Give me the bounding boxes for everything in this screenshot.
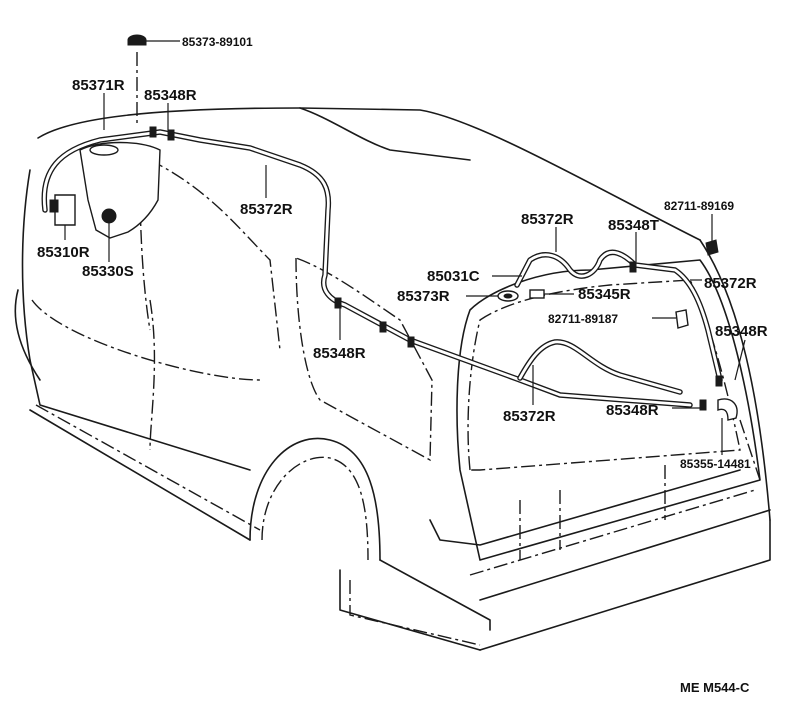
callout-hose-right: 85372R xyxy=(704,275,757,292)
hose-clip xyxy=(167,129,175,141)
callout-pump: 85310R xyxy=(37,244,90,261)
callout-hose-front: 85371R xyxy=(72,77,125,94)
callout-hose-gate-upper: 85372R xyxy=(521,211,574,228)
hose-clip xyxy=(149,126,157,138)
callout-clamp-right: 85348R xyxy=(715,323,768,340)
nozzle xyxy=(529,289,545,299)
callout-clamp-gate-upper: 85348T xyxy=(608,217,659,234)
washer-hose-route xyxy=(41,126,723,411)
washer-tank xyxy=(49,141,161,239)
callout-hose-roof: 85372R xyxy=(240,201,293,218)
grommet xyxy=(497,290,519,302)
callout-nozzle-joint: 85031C xyxy=(427,268,480,285)
hose-clip xyxy=(629,261,637,273)
hose-clip xyxy=(379,321,387,333)
vehicle-body xyxy=(14,107,771,651)
callout-hose-lower: 85372R xyxy=(503,408,556,425)
callout-grommet: 85373R xyxy=(397,288,450,305)
callout-nozzle: 85345R xyxy=(578,286,631,303)
callout-cap: 85373-89101 xyxy=(182,35,253,49)
bolt-lower xyxy=(675,309,689,329)
elbow-joint xyxy=(717,398,738,421)
callout-elbow: 85355-14481 xyxy=(680,457,751,471)
bolt-upper xyxy=(705,239,719,256)
hose-clip xyxy=(715,375,723,387)
hose-clip xyxy=(407,336,415,348)
hose-clip xyxy=(334,297,342,309)
callout-clamp-front: 85348R xyxy=(144,87,197,104)
callout-bolt-upper: 82711-89169 xyxy=(664,199,734,213)
callout-clamp-lower: 85348R xyxy=(606,402,659,419)
tank-cap xyxy=(127,34,147,46)
callout-clamp-side: 85348R xyxy=(313,345,366,362)
callout-bolt-lower: 82711-89187 xyxy=(548,312,618,326)
callout-tank: 85330S xyxy=(82,263,134,280)
hose-clip xyxy=(699,399,707,411)
leader-lines xyxy=(64,40,746,455)
diagram-code: ME M544-C xyxy=(680,680,750,695)
